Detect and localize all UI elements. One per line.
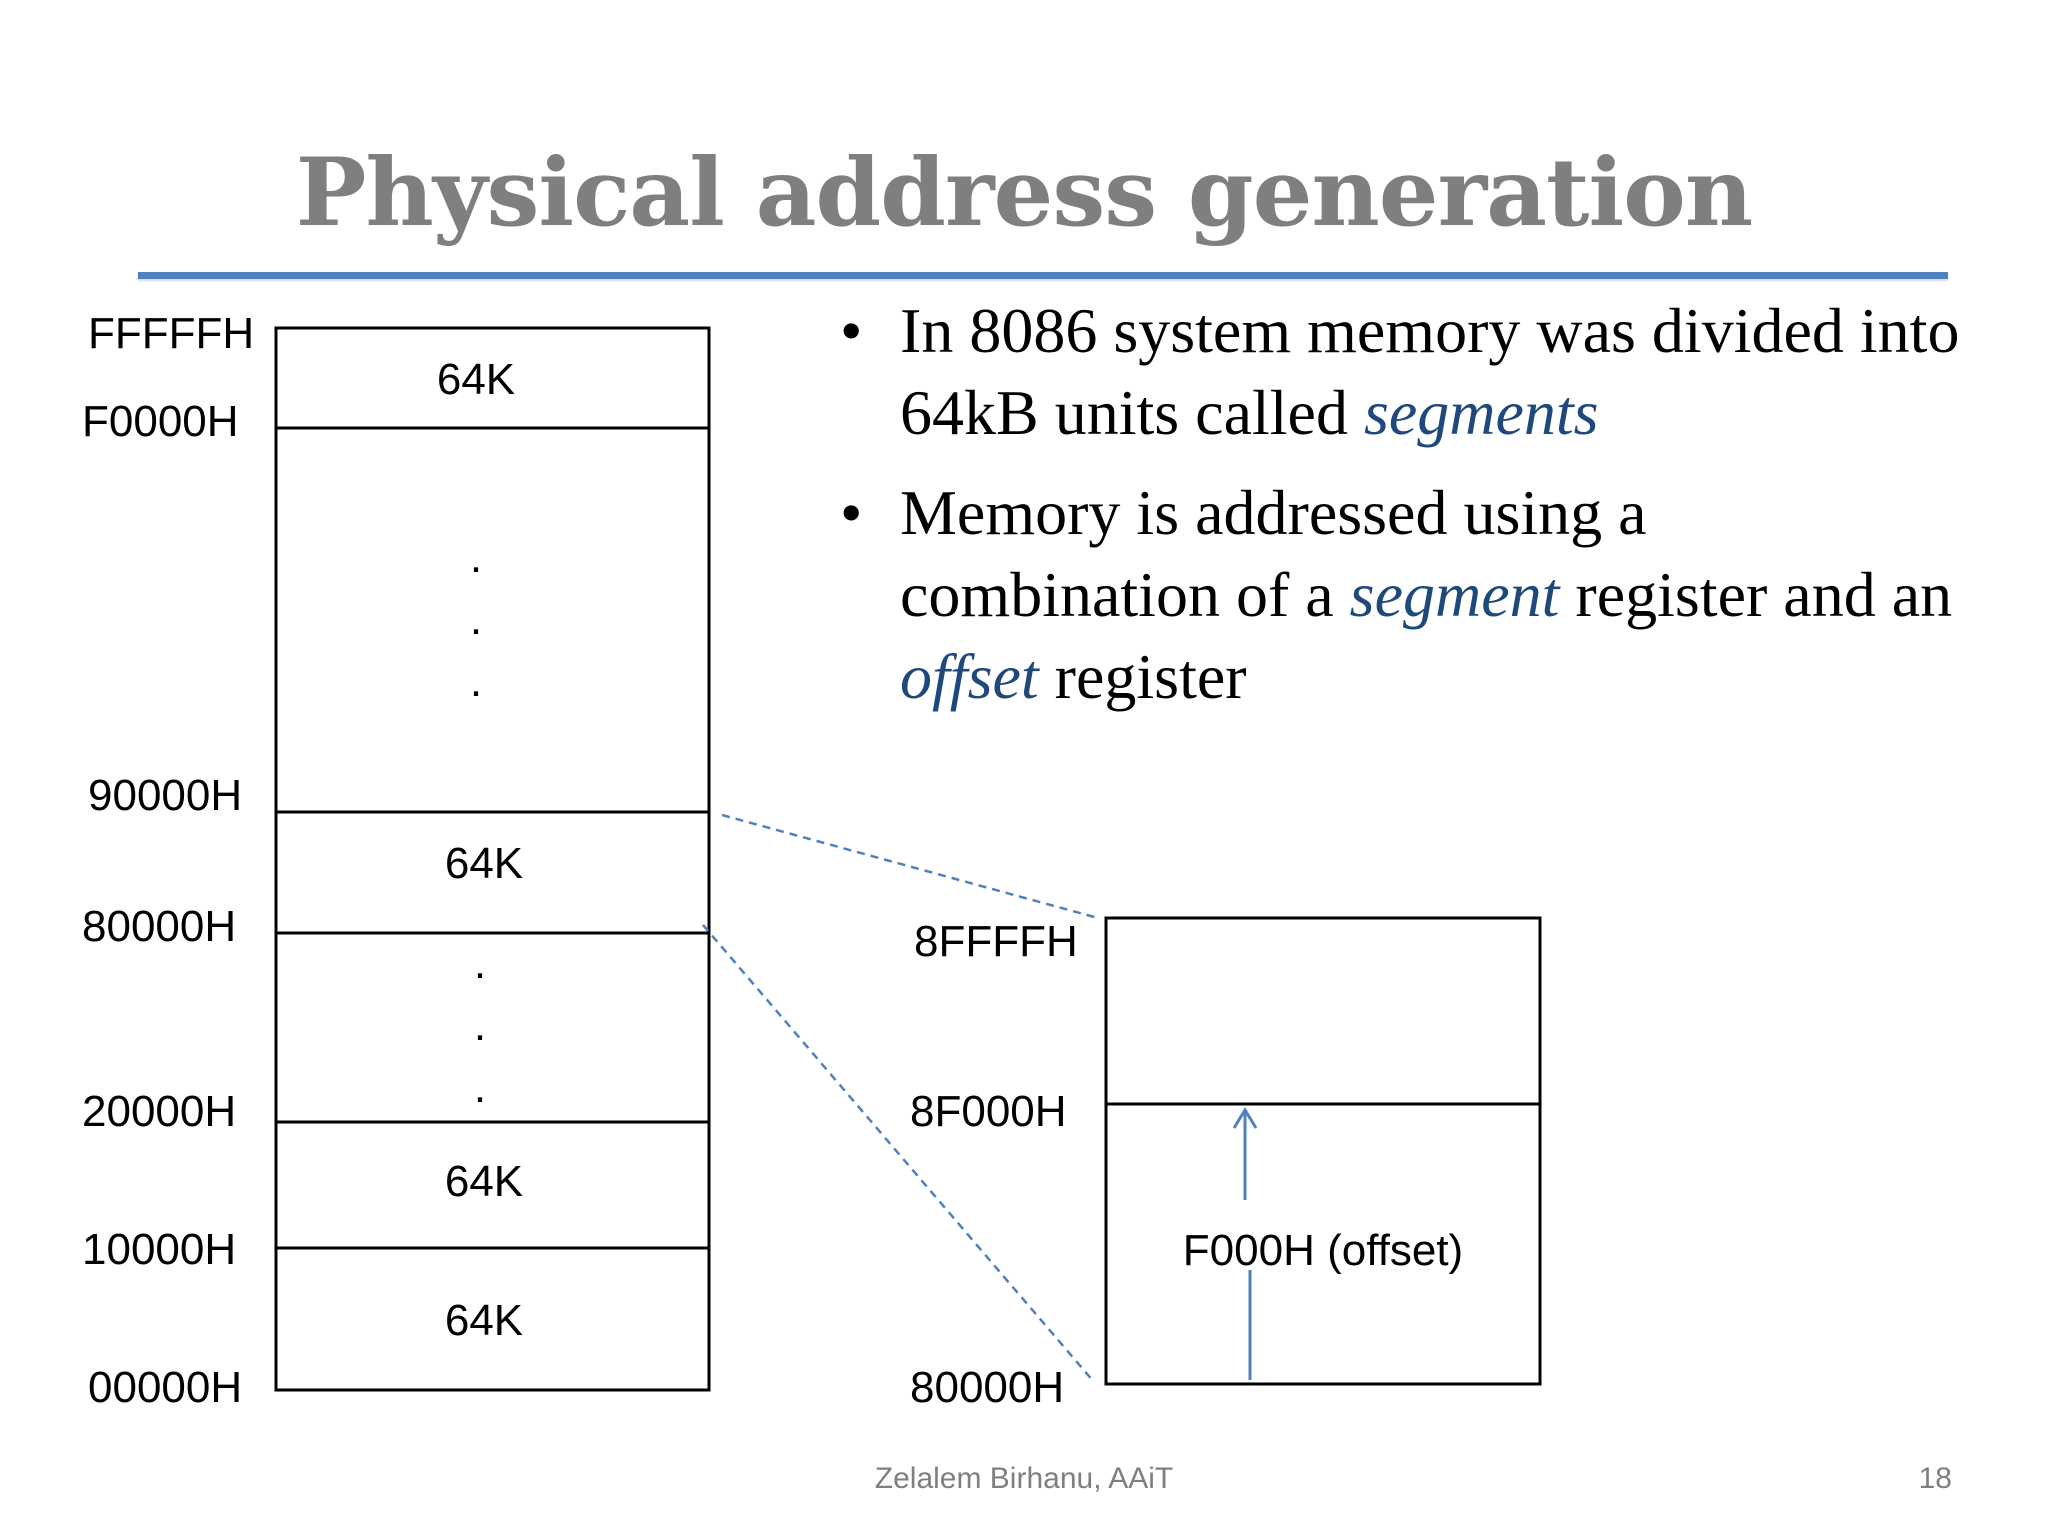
- memory-map-box: [274, 326, 711, 1392]
- bullet-item: • Memory is addressed using a combinatio…: [840, 472, 1980, 718]
- block-size-label: 64K: [445, 839, 523, 888]
- segment-address-label: 8F000H: [910, 1087, 1067, 1136]
- bullet-item: • In 8086 system memory was divided into…: [840, 290, 1980, 454]
- slide-title: Physical address generation: [295, 138, 1753, 248]
- address-label: 00000H: [88, 1363, 242, 1412]
- zoom-connector-top: [721, 813, 1099, 920]
- block-size-label: 64K: [437, 355, 515, 404]
- title-underline: [138, 272, 1948, 279]
- address-label: 90000H: [88, 771, 242, 820]
- bullet-emphasis: segment: [1349, 559, 1560, 630]
- bullet-text: register: [1038, 641, 1247, 712]
- bullet-emphasis: segments: [1363, 377, 1599, 448]
- ellipsis-dot: .: [474, 1001, 486, 1050]
- ellipsis-dot: .: [474, 939, 486, 988]
- bullet-icon: •: [840, 295, 863, 366]
- zoom-connector-bottom: [702, 924, 1095, 1383]
- segment-address-label: 80000H: [910, 1363, 1064, 1412]
- offset-label: F000H (offset): [1183, 1226, 1463, 1275]
- address-label: F0000H: [82, 397, 239, 446]
- bullet-text: Memory is addressed using a combination …: [900, 477, 1647, 630]
- bullet-emphasis: offset: [900, 641, 1039, 712]
- bullet-list: • In 8086 system memory was divided into…: [840, 290, 1980, 736]
- ellipsis-dot: .: [470, 533, 482, 582]
- up-arrow-icon: [1232, 1107, 1258, 1129]
- address-label: 20000H: [82, 1087, 236, 1136]
- page-number: 18: [1918, 1462, 1952, 1495]
- address-label: FFFFFH: [88, 309, 254, 358]
- bullet-text: register and an: [1559, 559, 1953, 630]
- footer-author: Zelalem Birhanu, AAiT: [874, 1462, 1174, 1495]
- block-size-label: 64K: [445, 1157, 523, 1206]
- segment-zoom-box: [1104, 916, 1542, 1386]
- address-label: 10000H: [82, 1225, 236, 1274]
- block-size-label: 64K: [445, 1296, 523, 1345]
- ellipsis-dot: .: [470, 595, 482, 644]
- segment-address-label: 8FFFFH: [914, 917, 1078, 966]
- ellipsis-dot: .: [474, 1063, 486, 1112]
- bullet-icon: •: [840, 477, 863, 548]
- bullet-text: In 8086 system memory was divided into 6…: [900, 295, 1960, 448]
- ellipsis-dot: .: [470, 657, 482, 706]
- address-label: 80000H: [82, 902, 236, 951]
